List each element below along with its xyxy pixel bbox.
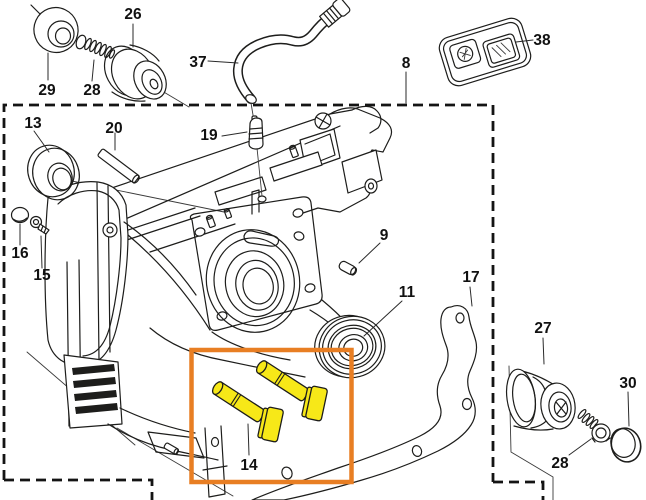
fuel-hose-37 bbox=[232, 0, 351, 104]
bearing-11 bbox=[314, 314, 386, 379]
highlighted-part-14[interactable] bbox=[203, 350, 337, 448]
part-labels: 8 9 11 13 14 15 16 17 19 20 26 27 28 28 … bbox=[11, 6, 636, 474]
seal-washer-29 bbox=[30, 4, 79, 54]
gauge-tool-38 bbox=[438, 17, 532, 87]
gasket-17 bbox=[251, 305, 478, 500]
plug-16 bbox=[10, 206, 30, 224]
bushing-27 bbox=[505, 368, 576, 431]
part-label-13[interactable]: 13 bbox=[24, 115, 42, 132]
part-label-15[interactable]: 15 bbox=[33, 267, 51, 284]
part-label-27[interactable]: 27 bbox=[534, 320, 551, 337]
fuel-filter-19 bbox=[248, 102, 264, 197]
part-label-11[interactable]: 11 bbox=[399, 284, 416, 301]
part-label-28-top[interactable]: 28 bbox=[83, 82, 101, 99]
part-label-9[interactable]: 9 bbox=[380, 227, 389, 244]
part-label-19[interactable]: 19 bbox=[200, 127, 218, 144]
ring-13 bbox=[27, 144, 80, 201]
spring-screw-28-top bbox=[75, 34, 116, 59]
rod-20 bbox=[97, 148, 140, 184]
part-label-28-right[interactable]: 28 bbox=[551, 455, 569, 472]
leader-lines bbox=[19, 23, 630, 456]
part-label-8[interactable]: 8 bbox=[402, 55, 411, 72]
part-label-38[interactable]: 38 bbox=[533, 32, 551, 49]
part-label-30[interactable]: 30 bbox=[619, 375, 636, 392]
highlight-box[interactable] bbox=[189, 347, 354, 485]
dashed-boundary bbox=[2, 103, 545, 500]
crankcase-body bbox=[44, 105, 393, 498]
screw-15 bbox=[29, 215, 50, 235]
part-label-29[interactable]: 29 bbox=[38, 82, 56, 99]
part-label-17[interactable]: 17 bbox=[462, 269, 479, 286]
part-label-37[interactable]: 37 bbox=[189, 54, 206, 71]
part-label-26[interactable]: 26 bbox=[124, 6, 142, 23]
cap-30 bbox=[610, 427, 642, 463]
cap-26 bbox=[103, 44, 167, 102]
part-label-20[interactable]: 20 bbox=[105, 120, 122, 137]
pin-9 bbox=[338, 260, 358, 276]
screw-28-right bbox=[577, 408, 611, 443]
part-label-14[interactable]: 14 bbox=[240, 457, 258, 474]
part-label-16[interactable]: 16 bbox=[11, 245, 29, 262]
